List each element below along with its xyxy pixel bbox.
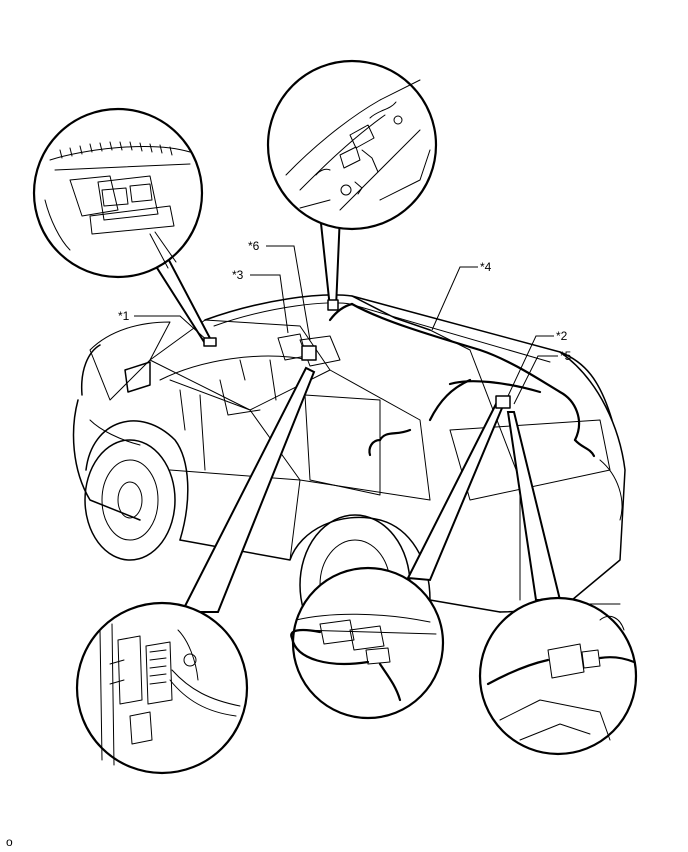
callout-label-4: *4 xyxy=(480,260,492,274)
callout-label-3: *3 xyxy=(232,268,244,282)
callout-label-6: *6 xyxy=(248,239,260,253)
detail-circle-roof-connector xyxy=(290,402,504,720)
connector-markers xyxy=(203,299,511,409)
callout-1: *1 xyxy=(118,309,211,344)
callout-2: *2 xyxy=(507,329,568,397)
callout-5: *5 xyxy=(513,349,572,405)
detail-circle-pillar-connector xyxy=(266,59,438,309)
detail-circle-lower-connectors xyxy=(75,366,316,775)
figure-code: o xyxy=(6,835,13,849)
callout-label-5: *5 xyxy=(560,349,572,363)
callout-label-2: *2 xyxy=(556,329,568,343)
detail-circle-overhead-module xyxy=(32,107,214,347)
callout-6: *6 xyxy=(248,239,311,341)
callout-label-1: *1 xyxy=(118,309,130,323)
callout-4: *4 xyxy=(431,260,492,331)
detail-circle-rear-connector xyxy=(478,411,638,756)
roof-wire-harness xyxy=(328,302,596,458)
callout-3: *3 xyxy=(232,268,289,334)
